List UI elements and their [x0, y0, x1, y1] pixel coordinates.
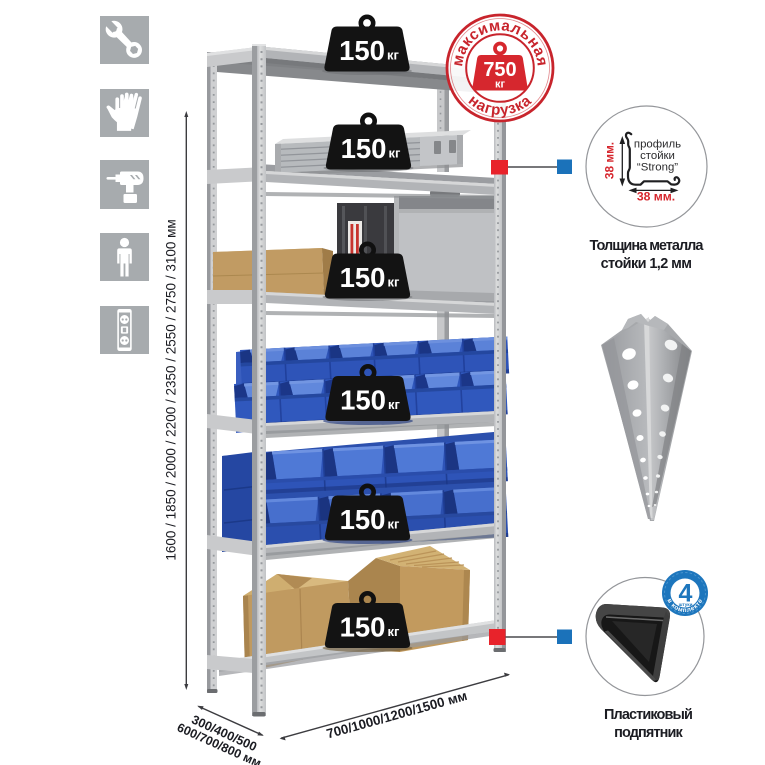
- svg-text:“Strong”: “Strong”: [637, 162, 678, 174]
- svg-text:38 мм.: 38 мм.: [637, 190, 675, 204]
- svg-text:1600 / 1850 / 2000 / 2200 / 23: 1600 / 1850 / 2000 / 2200 / 2350 / 2550 …: [164, 219, 179, 560]
- svg-text:штуки: штуки: [679, 602, 693, 607]
- svg-text:4: 4: [679, 580, 693, 608]
- svg-text:профиль: профиль: [634, 139, 681, 151]
- svg-text:Пластиковый: Пластиковый: [604, 707, 692, 723]
- svg-text:кг: кг: [495, 79, 506, 91]
- svg-text:стойки 1,2 мм: стойки 1,2 мм: [601, 256, 692, 272]
- svg-text:Толщина металла: Толщина металла: [590, 238, 705, 254]
- svg-text:стойки: стойки: [640, 150, 675, 162]
- svg-text:750: 750: [483, 59, 516, 81]
- svg-text:подпятник: подпятник: [614, 725, 683, 741]
- svg-text:38 мм.: 38 мм.: [603, 142, 617, 179]
